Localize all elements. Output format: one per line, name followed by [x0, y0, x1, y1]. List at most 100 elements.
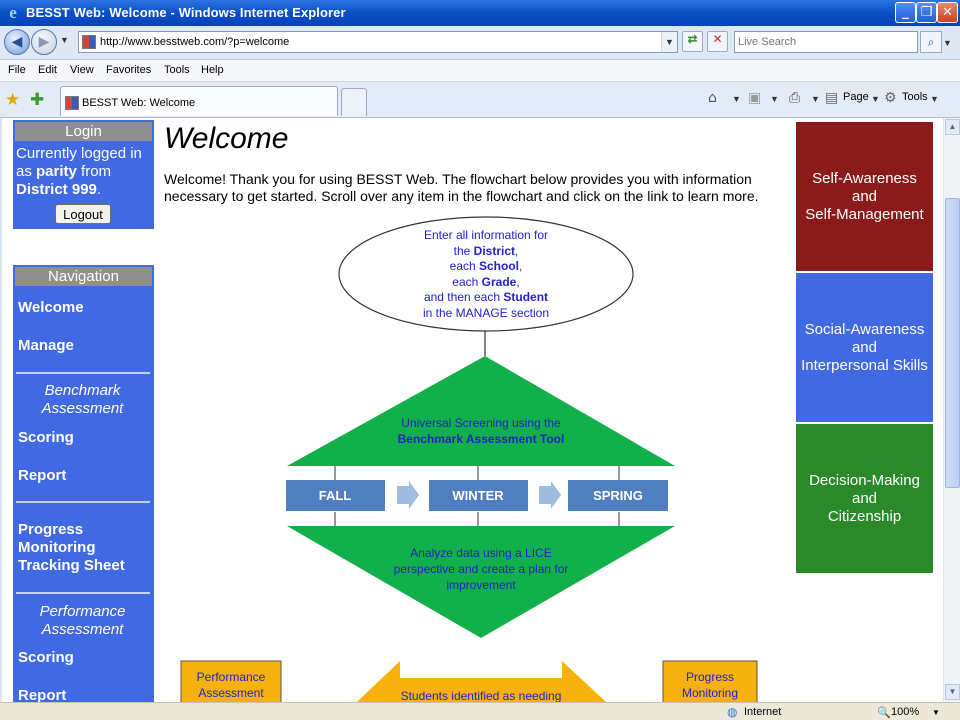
menu-file[interactable]: File: [8, 64, 26, 76]
winter-label: WINTER: [452, 488, 504, 503]
favorites-star-icon[interactable]: ★: [5, 90, 21, 110]
svg-text:and then each Student: and then each Student: [424, 290, 548, 304]
decision-line1: Decision-Making: [809, 471, 920, 489]
scroll-down-icon[interactable]: ▼: [945, 684, 960, 700]
login-line1: Currently logged in: [16, 145, 142, 162]
self-line3: Self-Management: [805, 205, 924, 223]
zone-label: Internet: [744, 706, 782, 718]
menu-tools[interactable]: Tools: [164, 64, 190, 76]
zoom-dropdown-icon[interactable]: ▼: [932, 708, 940, 717]
maximize-button[interactable]: ❐: [916, 2, 937, 23]
tools-gear-icon[interactable]: ⚙: [884, 90, 897, 106]
feeds-icon[interactable]: ▣: [748, 90, 762, 106]
tools-menu[interactable]: Tools: [902, 91, 928, 103]
nav-welcome[interactable]: Welcome: [18, 299, 84, 316]
zoom-icon[interactable]: 🔍: [877, 707, 891, 719]
menu-favorites[interactable]: Favorites: [106, 64, 152, 76]
history-dropdown-icon[interactable]: ▼: [60, 35, 69, 45]
menu-bar: File Edit View Favorites Tools Help: [0, 60, 960, 82]
flow-universal-screening[interactable]: Universal Screening using the Benchmark …: [287, 356, 675, 466]
back-button[interactable]: ◀: [4, 29, 30, 55]
flow-analyze-data[interactable]: Analyze data using a LICE perspective an…: [287, 526, 675, 638]
login-status-text: Currently logged in as parity from Distr…: [16, 145, 154, 199]
tab-besst-welcome[interactable]: BESST Web: Welcome: [60, 86, 338, 116]
page-menu[interactable]: Page: [843, 91, 869, 103]
url-text[interactable]: http://www.besstweb.com/?p=welcome: [100, 36, 290, 48]
menu-edit[interactable]: Edit: [38, 64, 57, 76]
vertical-scrollbar[interactable]: ▲ ▼: [943, 118, 960, 702]
nav-performance-report[interactable]: Report: [18, 687, 67, 702]
social-awareness-panel[interactable]: Social-Awareness and Interpersonal Skill…: [796, 273, 933, 422]
self-awareness-panel[interactable]: Self-Awareness and Self-Management: [796, 122, 933, 271]
refresh-button[interactable]: ⇄: [682, 31, 703, 52]
forward-button[interactable]: ▶: [31, 29, 57, 55]
nav-section-benchmark-line1: Benchmark: [44, 382, 121, 399]
self-awareness-text: Self-Awareness and Self-Management: [805, 170, 923, 224]
search-input[interactable]: [735, 32, 911, 52]
social-line1: Social-Awareness: [804, 320, 925, 338]
flow-progress-monitoring-box[interactable]: Progress Monitoring: [662, 660, 758, 702]
analyze-line3: improvement: [446, 578, 516, 592]
add-favorite-icon[interactable]: ✚: [30, 90, 45, 110]
print-icon[interactable]: ⎙: [789, 90, 801, 106]
flow-enter-info-ellipse[interactable]: Enter all information for the District, …: [338, 216, 634, 332]
decision-line2: and: [851, 489, 878, 507]
navigation-header: Navigation: [15, 267, 152, 286]
nav-section-benchmark-line2: Assessment: [41, 400, 124, 417]
decision-line3: Citizenship: [827, 507, 902, 525]
search-box[interactable]: [734, 31, 918, 53]
menu-help[interactable]: Help: [201, 64, 224, 76]
nav-performance-scoring[interactable]: Scoring: [18, 649, 74, 666]
logout-button[interactable]: Logout: [55, 204, 111, 224]
zoom-level[interactable]: 100%: [891, 706, 920, 718]
address-bar[interactable]: http://www.besstweb.com/?p=welcome ▼: [78, 31, 678, 53]
flow-students-identified-arrow[interactable]: Students identified as needing: [357, 661, 606, 702]
page-icon[interactable]: ▤: [825, 90, 839, 106]
home-icon[interactable]: ⌂: [708, 90, 717, 106]
flow-season-ticks: [334, 466, 620, 526]
nav-progress-monitoring[interactable]: Progress Monitoring Tracking Sheet: [18, 521, 125, 575]
flow-fall-box[interactable]: FALL: [286, 480, 385, 511]
tools-dropdown-icon[interactable]: ▼: [930, 94, 939, 104]
search-button[interactable]: ⌕: [920, 31, 942, 53]
ie-logo-icon: e: [9, 3, 17, 22]
site-favicon-icon: [82, 35, 96, 49]
address-dropdown-icon[interactable]: ▼: [661, 32, 677, 52]
svg-text:each Grade,: each Grade,: [452, 275, 519, 289]
feeds-dropdown-icon[interactable]: ▼: [770, 94, 779, 104]
self-line1: Self-Awareness: [812, 169, 917, 187]
arrow-right-icon: [397, 481, 419, 509]
scrollbar-thumb[interactable]: [945, 198, 960, 488]
minimize-button[interactable]: _: [895, 2, 916, 23]
students-identified-text: Students identified as needing: [401, 689, 562, 702]
home-dropdown-icon[interactable]: ▼: [732, 94, 741, 104]
nav-progress-line2: Monitoring: [18, 539, 96, 556]
social-line3: Interpersonal Skills: [801, 356, 928, 374]
ellipse-line1: Enter all information for: [424, 228, 548, 242]
tab-label: BESST Web: Welcome: [82, 97, 196, 109]
ellipse-line4-pre: each: [452, 275, 481, 289]
nav-benchmark-scoring[interactable]: Scoring: [18, 429, 74, 446]
flow-spring-box[interactable]: SPRING: [568, 480, 668, 511]
fall-label: FALL: [319, 488, 352, 503]
nav-progress-line3: Tracking Sheet: [18, 557, 125, 574]
print-dropdown-icon[interactable]: ▼: [811, 94, 820, 104]
status-bar: ◍ Internet 🔍 100% ▼: [0, 702, 960, 720]
perf-box-line1: Performance: [197, 670, 266, 684]
scroll-up-icon[interactable]: ▲: [945, 119, 960, 135]
screening-line1: Universal Screening using the: [401, 416, 561, 430]
decision-making-panel[interactable]: Decision-Making and Citizenship: [796, 424, 933, 573]
nav-section-performance: Performance Assessment: [13, 603, 152, 639]
menu-view[interactable]: View: [70, 64, 94, 76]
search-options-dropdown-icon[interactable]: ▼: [943, 38, 952, 48]
intro-text: Welcome! Thank you for using BESST Web. …: [164, 171, 759, 204]
self-line2: and: [851, 187, 878, 205]
nav-manage[interactable]: Manage: [18, 337, 74, 354]
nav-benchmark-report[interactable]: Report: [18, 467, 67, 484]
flow-winter-box[interactable]: WINTER: [429, 480, 528, 511]
flow-performance-assessment-box[interactable]: Performance Assessment: [180, 660, 282, 702]
stop-button[interactable]: ✕: [707, 31, 728, 52]
close-button[interactable]: ✕: [937, 2, 958, 23]
new-tab-button[interactable]: [341, 88, 367, 116]
page-dropdown-icon[interactable]: ▼: [871, 94, 880, 104]
